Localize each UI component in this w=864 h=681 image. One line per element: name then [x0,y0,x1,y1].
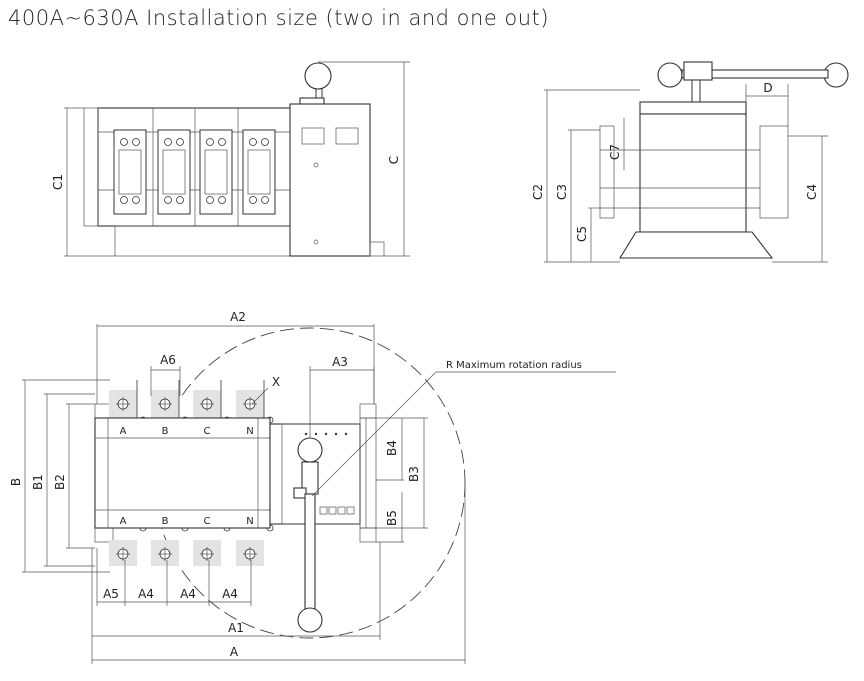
side-switch-body [639,113,747,233]
dim-label-C2: C2 [531,184,545,200]
dim-label-A5: A5 [103,587,119,601]
handle-knob [304,62,332,90]
side-view: D C2 C3 C5 C7 C4 [531,61,849,263]
dim-label-B2: B2 [53,474,67,490]
hole-label-X: X [272,375,280,389]
top-terminal-lower-3 [193,524,231,566]
top-terminal-upper-2 [151,380,189,424]
dim-label-A1: A1 [228,621,244,635]
dim-label-B3: B3 [407,466,421,482]
radius-note: R Maximum rotation radius [446,360,582,371]
phase-bottom-B: B [162,516,169,527]
top-terminal-lower-2 [151,524,189,566]
dim-label-C3: C3 [555,184,569,200]
top-terminal-upper-3 [193,380,231,424]
page-title: 400A~630A Installation size (two in and … [8,6,550,30]
dim-label-B1: B1 [31,474,45,490]
dim-label-A2: A2 [230,310,246,324]
dim-label-C7: C7 [608,144,622,160]
side-base [619,231,774,259]
phase-top-C: C [204,426,211,437]
front-terminal-3 [199,129,233,215]
top-handle-knob-upper [297,437,323,463]
dim-label-C4: C4 [805,184,819,200]
phase-bottom-A: A [120,516,127,527]
top-view: A B C N A B C N A2 A6 A3 X [9,310,616,664]
phase-labels: A B C N A B C N [120,426,254,527]
front-terminal-2 [157,129,191,215]
side-handle-knob [657,62,683,88]
phase-top-B: B [162,426,169,437]
top-terminal-lower-1 [109,524,147,566]
dim-label-B5: B5 [385,510,399,526]
dim-label-B: B [9,478,23,486]
top-handle-knob-lower [297,607,323,633]
top-terminal-lower-4 [236,524,274,566]
front-terminal-1 [113,129,147,215]
indicator-buttons [319,506,355,515]
dim-label-A6: A6 [160,353,176,367]
dim-label-A3: A3 [332,355,348,369]
dim-label-A: A [230,645,239,659]
top-terminal-upper-1 [109,380,147,424]
front-terminals [113,129,276,215]
dim-label-B4: B4 [385,440,399,456]
dim-label-C5: C5 [575,226,589,242]
dim-label-C1: C1 [51,174,65,190]
dim-label-A4-1: A4 [138,587,154,601]
phase-bottom-C: C [204,516,211,527]
dim-label-C: C [387,156,401,164]
dim-label-A4-3: A4 [222,587,238,601]
phase-top-N: N [246,426,253,437]
front-terminal-4 [242,129,276,215]
phase-top-A: A [120,426,127,437]
dim-label-A4-2: A4 [180,587,196,601]
dim-label-D: D [763,81,772,95]
phase-bottom-N: N [246,516,253,527]
front-view: C1 C [51,61,410,257]
controller-box [289,103,371,257]
